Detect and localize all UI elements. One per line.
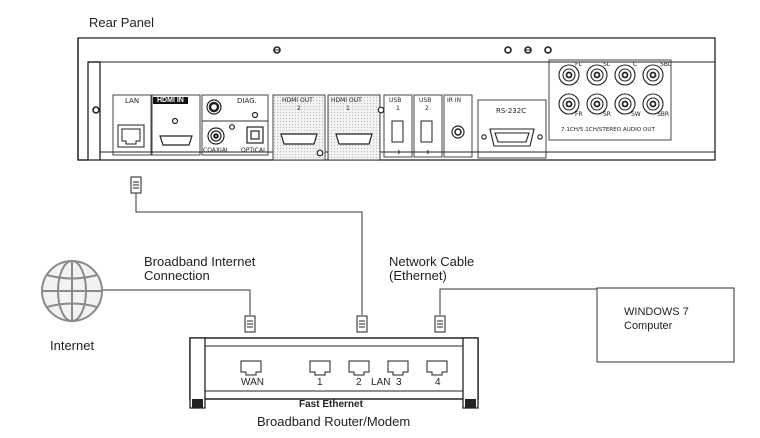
audio-sw-label: SW (631, 111, 641, 118)
hdmi-out-1-label: HDMI OUT (331, 97, 362, 104)
hdmi-out-1-number: 1 (346, 105, 350, 112)
network-cable-label-line2: (Ethernet) (389, 268, 447, 283)
lan-port (117, 124, 145, 148)
diag-label: DIAG. (237, 97, 257, 105)
hdmi-out-2-label: HDMI OUT (282, 97, 313, 104)
hdmi-out-2-number: 2 (297, 105, 301, 112)
router-port-4-label: 4 (435, 377, 441, 388)
router-name-label: Broadband Router/Modem (257, 414, 411, 429)
internet-label: Internet (50, 338, 95, 353)
usb-1-label: USB (389, 97, 402, 104)
router-lan-label: LAN (371, 377, 391, 388)
usb-ports (391, 120, 433, 155)
diag-coax-optical-ports (206, 99, 264, 145)
audio-fl-label: FL (575, 61, 582, 68)
router-port-1-label: 1 (317, 377, 323, 388)
coaxial-label: COAXIAL (203, 147, 230, 154)
audio-out-jacks (558, 64, 664, 115)
cables (96, 180, 597, 315)
hdmi-out-ports (280, 106, 385, 157)
optical-label: OPTICAL (241, 147, 267, 154)
network-cable-label-line1: Network Cable (389, 254, 475, 269)
page-title: Rear Panel (89, 15, 155, 30)
ir-in-port (451, 125, 465, 139)
computer-label-line1: WINDOWS 7 (624, 306, 689, 318)
router-port-wan-label: WAN (241, 377, 264, 388)
broadband-label-line1: Broadband Internet (144, 254, 256, 269)
audio-c-label: C (633, 61, 638, 68)
usb-1-number: 1 (396, 105, 400, 112)
router-ports (240, 360, 448, 376)
computer-box (596, 287, 735, 363)
rs232c-port (481, 128, 543, 147)
audio-sl-label: SL (603, 61, 611, 68)
audio-sbr-label: SBR (657, 111, 670, 118)
broadband-label-line2: Connection (144, 268, 210, 283)
usb-2-label: USB (419, 97, 432, 104)
computer-label-line2: Computer (624, 320, 673, 332)
ir-in-label: IR IN (447, 97, 462, 104)
port-frames (112, 59, 672, 161)
lan-label: LAN (125, 97, 140, 105)
usb-2-number: 2 (425, 105, 429, 112)
audio-sr-label: SR (603, 111, 611, 118)
rs232c-label: RS-232C (496, 107, 527, 115)
audio-sbl-label: SBL (660, 61, 672, 68)
globe-icon (41, 260, 103, 322)
router-port-2-label: 2 (356, 377, 362, 388)
hdmi-in-label: HDMI IN (153, 97, 188, 105)
router-port-3-label: 3 (396, 377, 402, 388)
panel-screws (92, 46, 552, 114)
audio-fr-label: FR (575, 111, 583, 118)
audio-out-caption: 7.1CH/5.1CH/STEREO AUDIO OUT (561, 127, 655, 133)
hdmi-in-port (159, 117, 193, 146)
fast-ethernet-label: Fast Ethernet (299, 399, 363, 410)
rj45-plugs (130, 176, 446, 333)
rear-panel (77, 37, 716, 161)
